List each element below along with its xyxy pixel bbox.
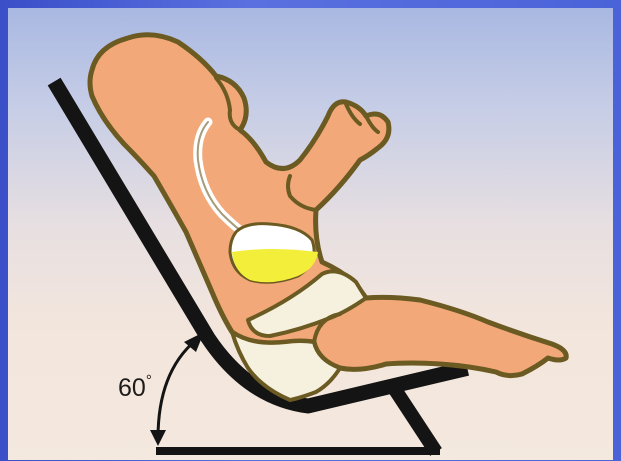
angle-arc [158, 340, 196, 438]
angle-indicator [150, 332, 204, 446]
angle-arrowhead-bottom [150, 430, 166, 446]
infant-figure [90, 35, 566, 376]
infant-body [90, 35, 566, 376]
angle-value: 60 [118, 374, 146, 402]
angle-label: 60° [118, 374, 152, 403]
seat-support-leg [394, 388, 436, 452]
illustration-panel: 60° [8, 8, 613, 460]
degree-symbol: ° [146, 372, 152, 389]
infant-reflux-positioning-illustration [8, 8, 613, 460]
